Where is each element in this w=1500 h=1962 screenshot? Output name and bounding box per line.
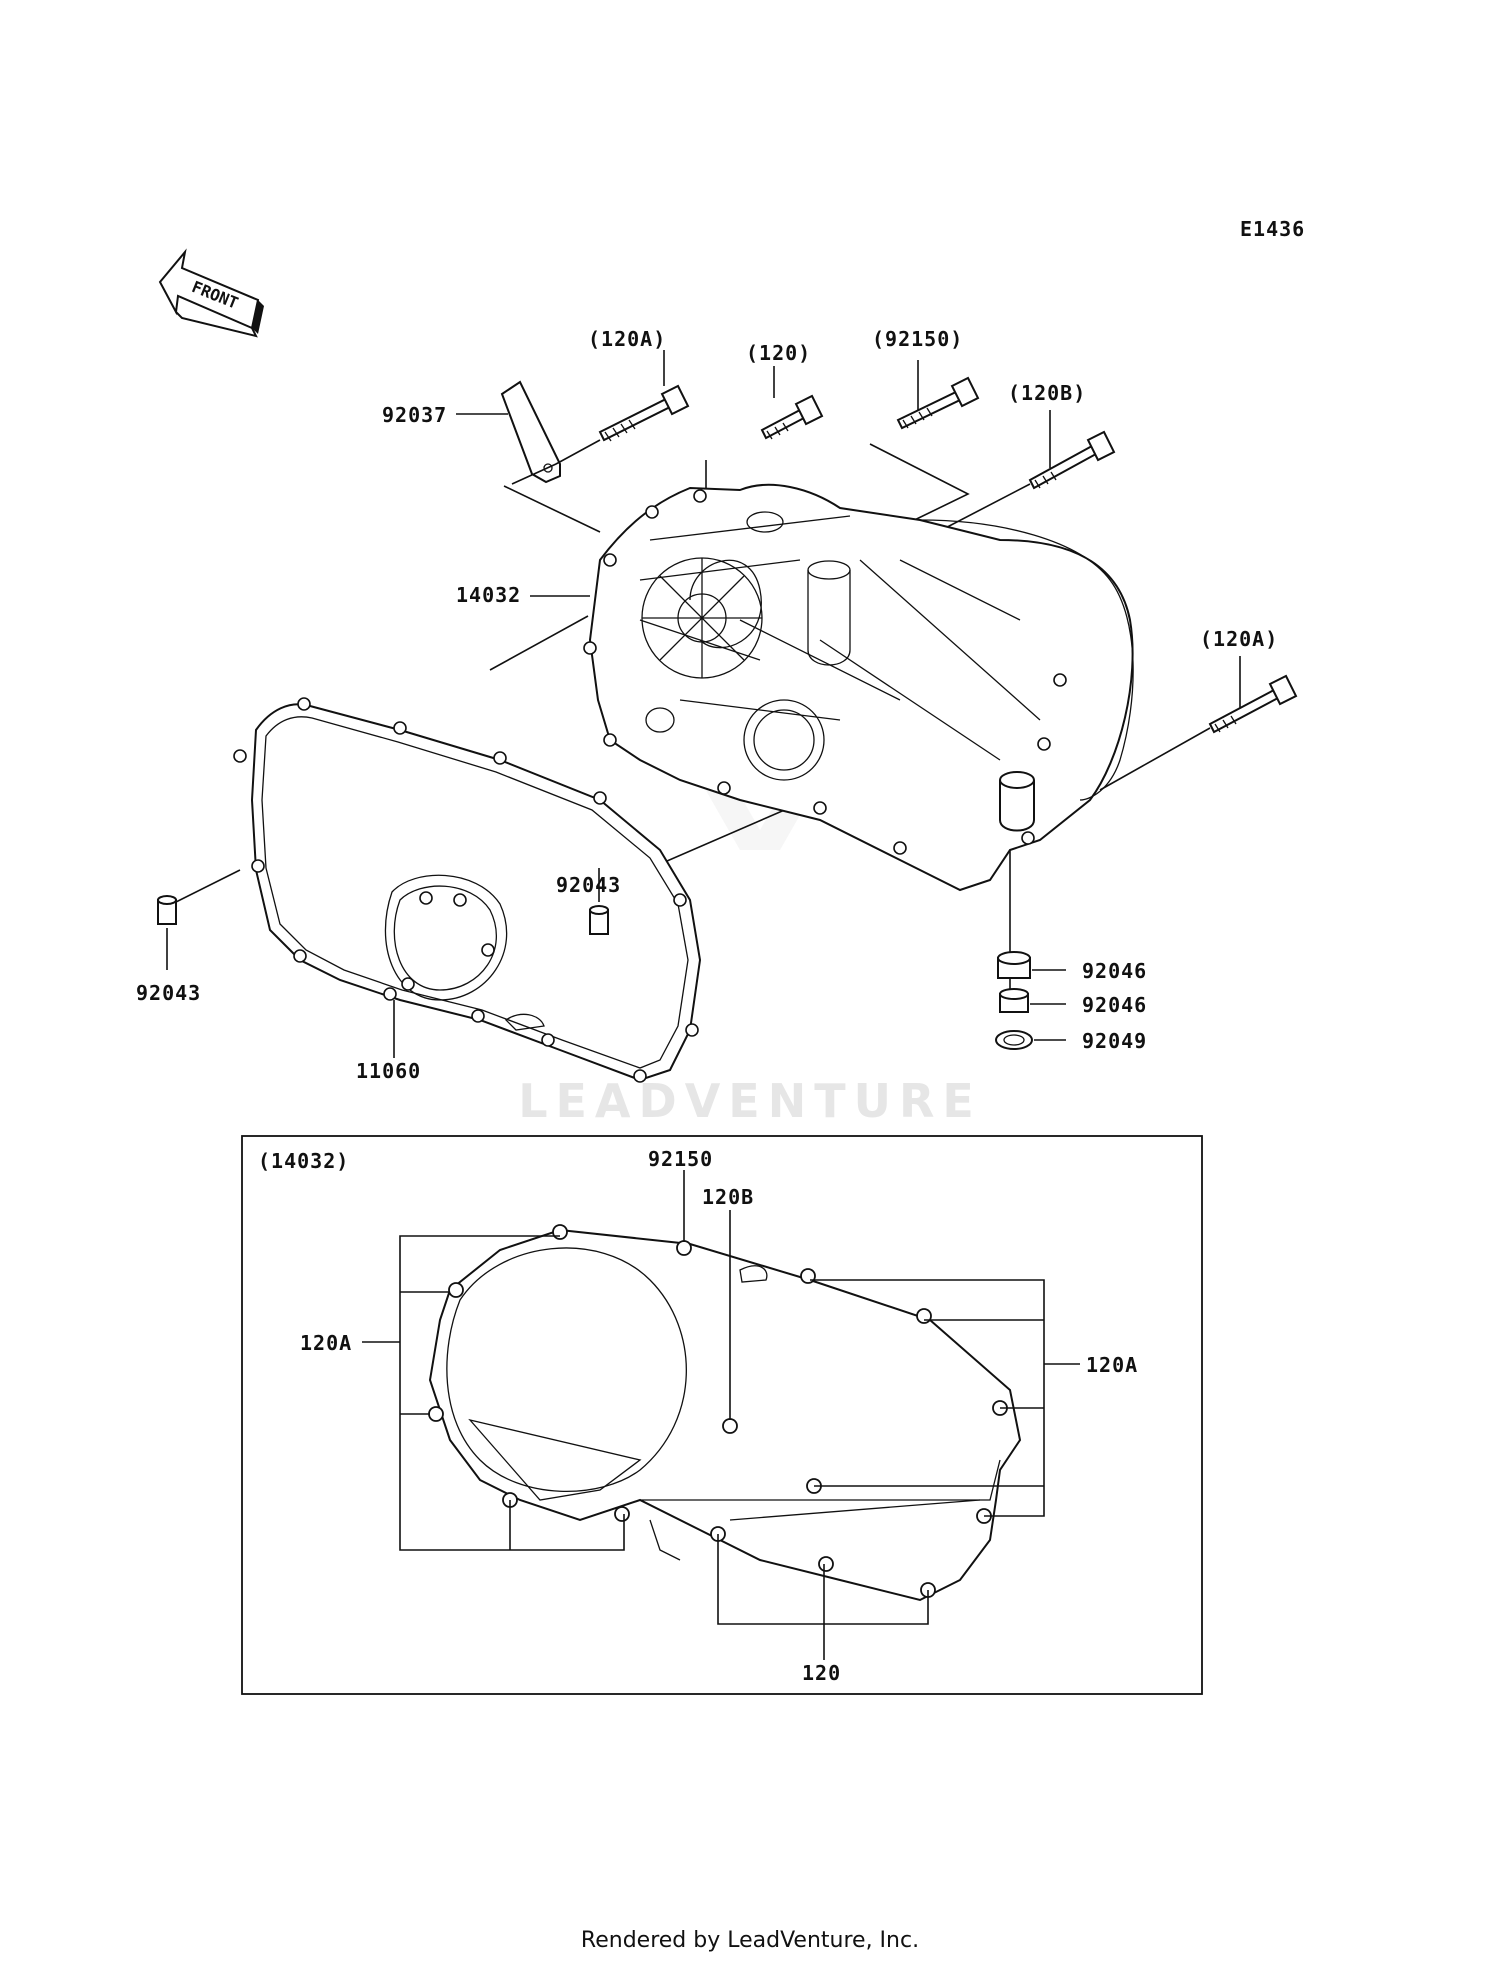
- label-120b-top: (120B): [1008, 381, 1086, 405]
- bushing-92046-a: [997, 951, 1066, 979]
- label-92043-mid: 92043: [556, 873, 621, 897]
- bearing-92049: [995, 1030, 1066, 1050]
- label-92150-top: (92150): [872, 327, 963, 351]
- inset-box: [241, 1135, 1203, 1695]
- front-arrow-icon: FRONT: [158, 248, 264, 338]
- dowel-pin-92043-mid: [589, 868, 609, 935]
- clutch-cover-14032: [583, 483, 1134, 892]
- bracket-92037: [456, 380, 561, 484]
- footer-credit: Rendered by LeadVenture, Inc.: [580, 1928, 920, 1953]
- inset-title: (14032): [258, 1149, 349, 1173]
- inset-cover-outline: [428, 1224, 1022, 1602]
- bolt-92150: [896, 360, 980, 430]
- bolt-120a-right: [1208, 656, 1298, 734]
- watermark-text: LEADVENTURE: [518, 1074, 982, 1128]
- dowel-pin-92043-left: [157, 895, 177, 970]
- gasket-11060: [233, 697, 702, 1083]
- label-92049: 92049: [1082, 1029, 1147, 1053]
- label-120a-top: (120A): [588, 327, 666, 351]
- inset-label-120: 120: [802, 1661, 841, 1685]
- label-14032: 14032: [456, 583, 521, 607]
- inset-label-120a-left: 120A: [300, 1331, 352, 1355]
- bushing-92046-b: [999, 988, 1066, 1013]
- label-92037: 92037: [382, 403, 447, 427]
- inset-label-92150: 92150: [648, 1147, 713, 1171]
- label-92046-a: 92046: [1082, 959, 1147, 983]
- inset-label-120a-right: 120A: [1086, 1353, 1138, 1377]
- label-120a-right: (120A): [1200, 627, 1278, 651]
- label-120-top: (120): [746, 341, 811, 365]
- diagram-code: E1436: [1240, 217, 1305, 241]
- label-92043-left: 92043: [136, 981, 201, 1005]
- bolt-120-top: [760, 366, 824, 440]
- inset-leader-lines: [362, 1170, 1080, 1660]
- inset-label-120b: 120B: [702, 1185, 754, 1209]
- bolt-120b: [1028, 410, 1116, 490]
- bolt-120a-top: [598, 350, 690, 442]
- label-11060: 11060: [356, 1059, 421, 1083]
- label-92046-b: 92046: [1082, 993, 1147, 1017]
